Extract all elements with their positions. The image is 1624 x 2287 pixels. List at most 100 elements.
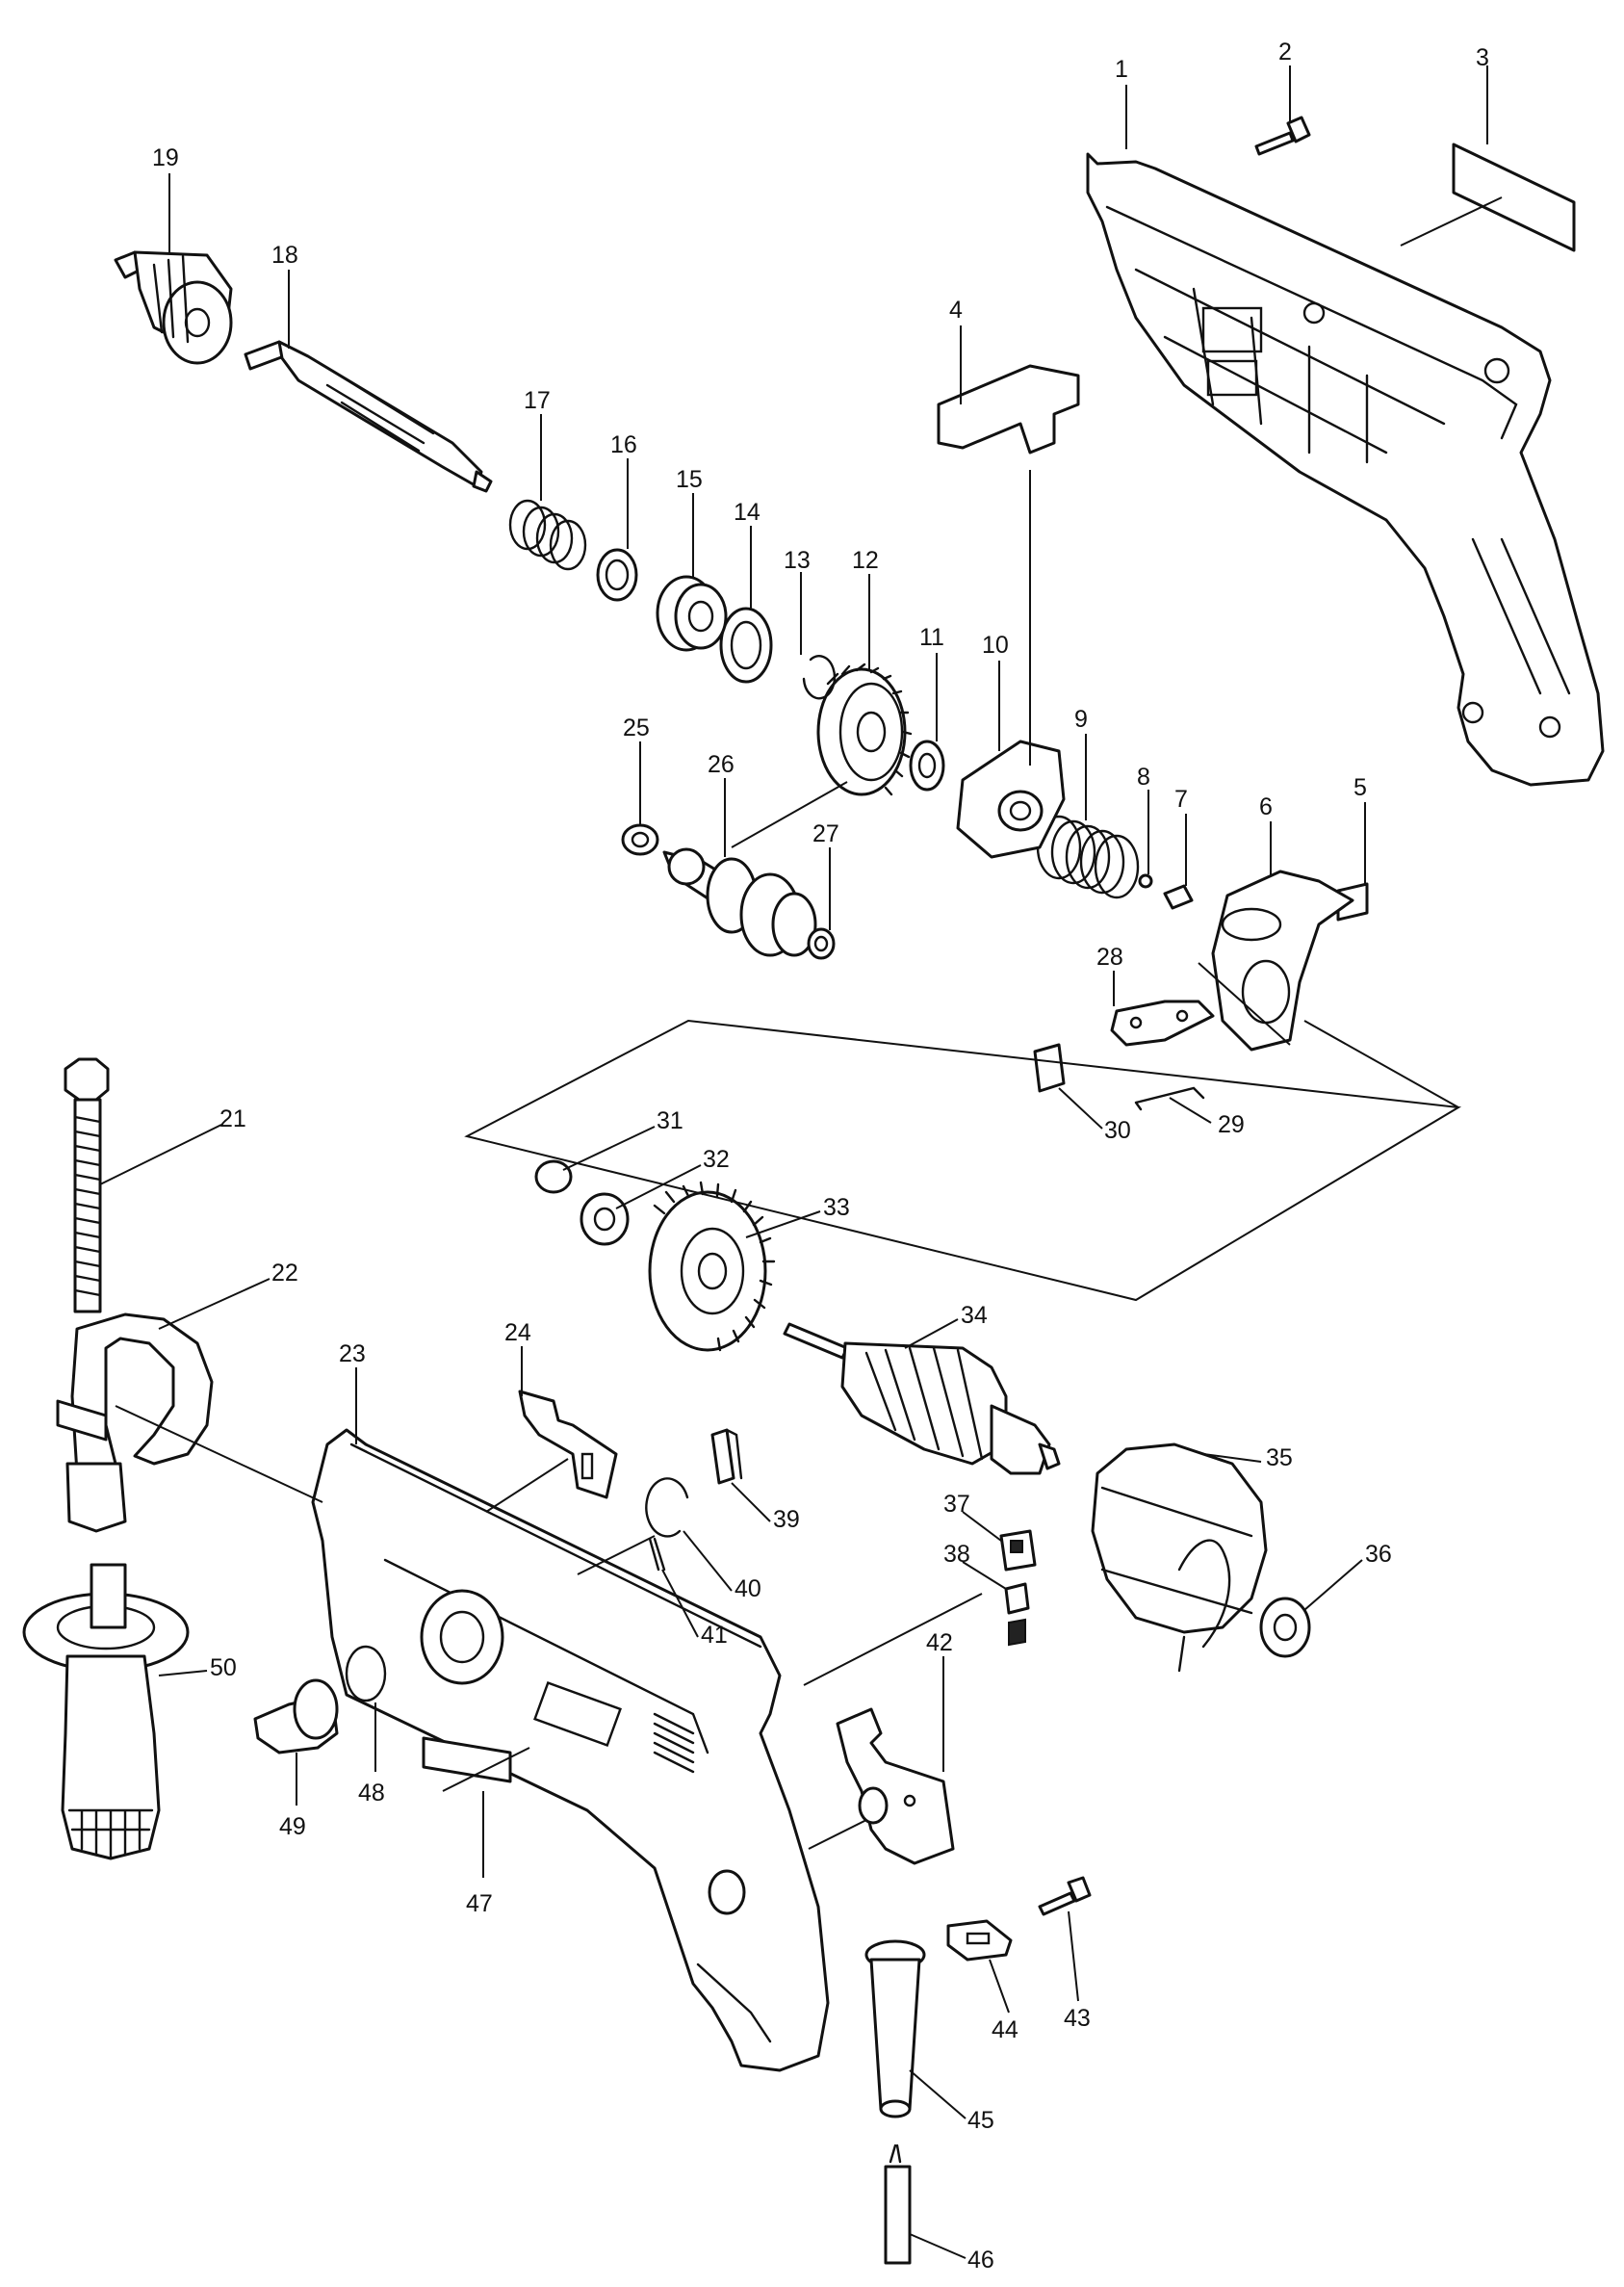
callout-24: 24	[504, 1319, 531, 1346]
callout-43: 43	[1064, 2005, 1091, 2032]
callout-18: 18	[271, 242, 298, 269]
callout-32: 32	[703, 1146, 730, 1173]
callout-12: 12	[852, 547, 879, 574]
part-11-washer	[909, 740, 945, 792]
part-7-pin	[1163, 884, 1194, 910]
callout-25: 25	[623, 715, 650, 741]
callout-28: 28	[1096, 944, 1123, 971]
part-3-label	[1452, 143, 1576, 252]
part-40-ring	[645, 1477, 689, 1538]
part-22-clamp	[56, 1312, 214, 1533]
callout-7: 7	[1174, 786, 1188, 813]
callout-29: 29	[1218, 1111, 1245, 1138]
part-33-fan	[648, 1181, 776, 1352]
part-1-housing-half	[1086, 152, 1605, 787]
part-13-retaining-ring	[802, 655, 837, 700]
part-49-knob	[253, 1678, 339, 1754]
callout-3: 3	[1476, 44, 1489, 71]
callouts: 1 2 3 4 5 6 7 8 9 10 11 12 13	[99, 39, 1489, 2274]
part-28-plate	[1110, 1000, 1215, 1047]
part-15-bearing	[656, 575, 728, 652]
part-39-clip	[710, 1428, 743, 1485]
callout-17: 17	[524, 387, 551, 414]
callout-40: 40	[735, 1575, 761, 1602]
callout-22: 22	[271, 1260, 298, 1286]
part-26-shaft-gear	[662, 847, 817, 957]
callout-4: 4	[949, 297, 963, 324]
callout-10: 10	[982, 632, 1009, 659]
callout-27: 27	[812, 820, 839, 847]
part-14-washer	[719, 607, 773, 684]
callout-13: 13	[784, 547, 811, 574]
callout-26: 26	[708, 751, 735, 778]
part-38-carbon-brush	[1004, 1582, 1030, 1647]
callout-39: 39	[773, 1506, 800, 1533]
part-48-o-ring	[345, 1645, 387, 1702]
part-29-clip	[1134, 1086, 1205, 1111]
callout-37: 37	[943, 1491, 970, 1518]
callout-1: 1	[1115, 56, 1128, 83]
callout-16: 16	[610, 431, 637, 458]
callout-6: 6	[1259, 793, 1273, 820]
part-47-label	[422, 1736, 512, 1783]
callout-19: 19	[152, 144, 179, 171]
part-42-switch	[836, 1707, 955, 1865]
callout-41: 41	[701, 1622, 728, 1649]
part-45-cord-guard	[864, 1939, 926, 2118]
callout-21: 21	[219, 1105, 246, 1132]
part-21-depth-rod	[64, 1057, 110, 1313]
callout-45: 45	[967, 2107, 994, 2134]
part-10-gear-housing	[956, 740, 1066, 859]
part-46-power-cord	[884, 2144, 912, 2265]
callout-38: 38	[943, 1541, 970, 1568]
part-12-gear	[816, 663, 913, 796]
part-36-bearing	[1259, 1597, 1311, 1658]
part-32-bearing	[580, 1192, 630, 1246]
callout-14: 14	[734, 499, 760, 526]
callout-2: 2	[1278, 39, 1292, 65]
callout-11: 11	[919, 624, 944, 651]
part-17-spring	[508, 499, 587, 571]
callout-47: 47	[466, 1890, 493, 1917]
part-31-sleeve	[534, 1159, 573, 1194]
callout-8: 8	[1137, 764, 1150, 791]
part-8-ball	[1138, 873, 1153, 889]
part-24-switch-carrier	[518, 1390, 618, 1499]
part-37-brush-holder	[999, 1529, 1037, 1572]
callout-48: 48	[358, 1780, 385, 1806]
callout-49: 49	[279, 1813, 306, 1840]
callout-9: 9	[1074, 706, 1088, 733]
part-6-baffle	[1211, 870, 1354, 1052]
part-2-screw	[1254, 116, 1311, 156]
part-18-spindle	[244, 340, 493, 493]
callout-15: 15	[676, 466, 703, 493]
callout-23: 23	[339, 1340, 366, 1367]
callout-30: 30	[1104, 1117, 1131, 1144]
part-16-ring	[596, 548, 638, 602]
callout-31: 31	[657, 1107, 683, 1134]
part-4-bracket	[937, 364, 1080, 455]
callout-44: 44	[992, 2016, 1018, 2043]
part-43-screw	[1038, 1876, 1092, 1916]
callout-50: 50	[210, 1654, 237, 1681]
callout-33: 33	[823, 1194, 850, 1221]
part-9-spring	[1036, 815, 1140, 899]
part-50-side-grip	[22, 1563, 190, 1860]
part-25-bearing	[621, 823, 659, 856]
callout-34: 34	[961, 1302, 988, 1329]
callout-36: 36	[1365, 1541, 1392, 1568]
part-41-clip	[648, 1537, 666, 1572]
callout-5: 5	[1353, 774, 1367, 801]
part-44-strain-relief	[946, 1919, 1013, 1962]
part-19-chuck	[114, 250, 233, 365]
part-27-washer	[807, 927, 836, 960]
callout-35: 35	[1266, 1444, 1293, 1471]
callout-46: 46	[967, 2247, 994, 2274]
leader-lines	[115, 196, 1503, 1850]
part-23-motor-housing	[311, 1428, 830, 2072]
part-35-field	[1091, 1442, 1268, 1673]
callout-42: 42	[926, 1629, 953, 1656]
part-34-armature	[783, 1322, 1061, 1475]
